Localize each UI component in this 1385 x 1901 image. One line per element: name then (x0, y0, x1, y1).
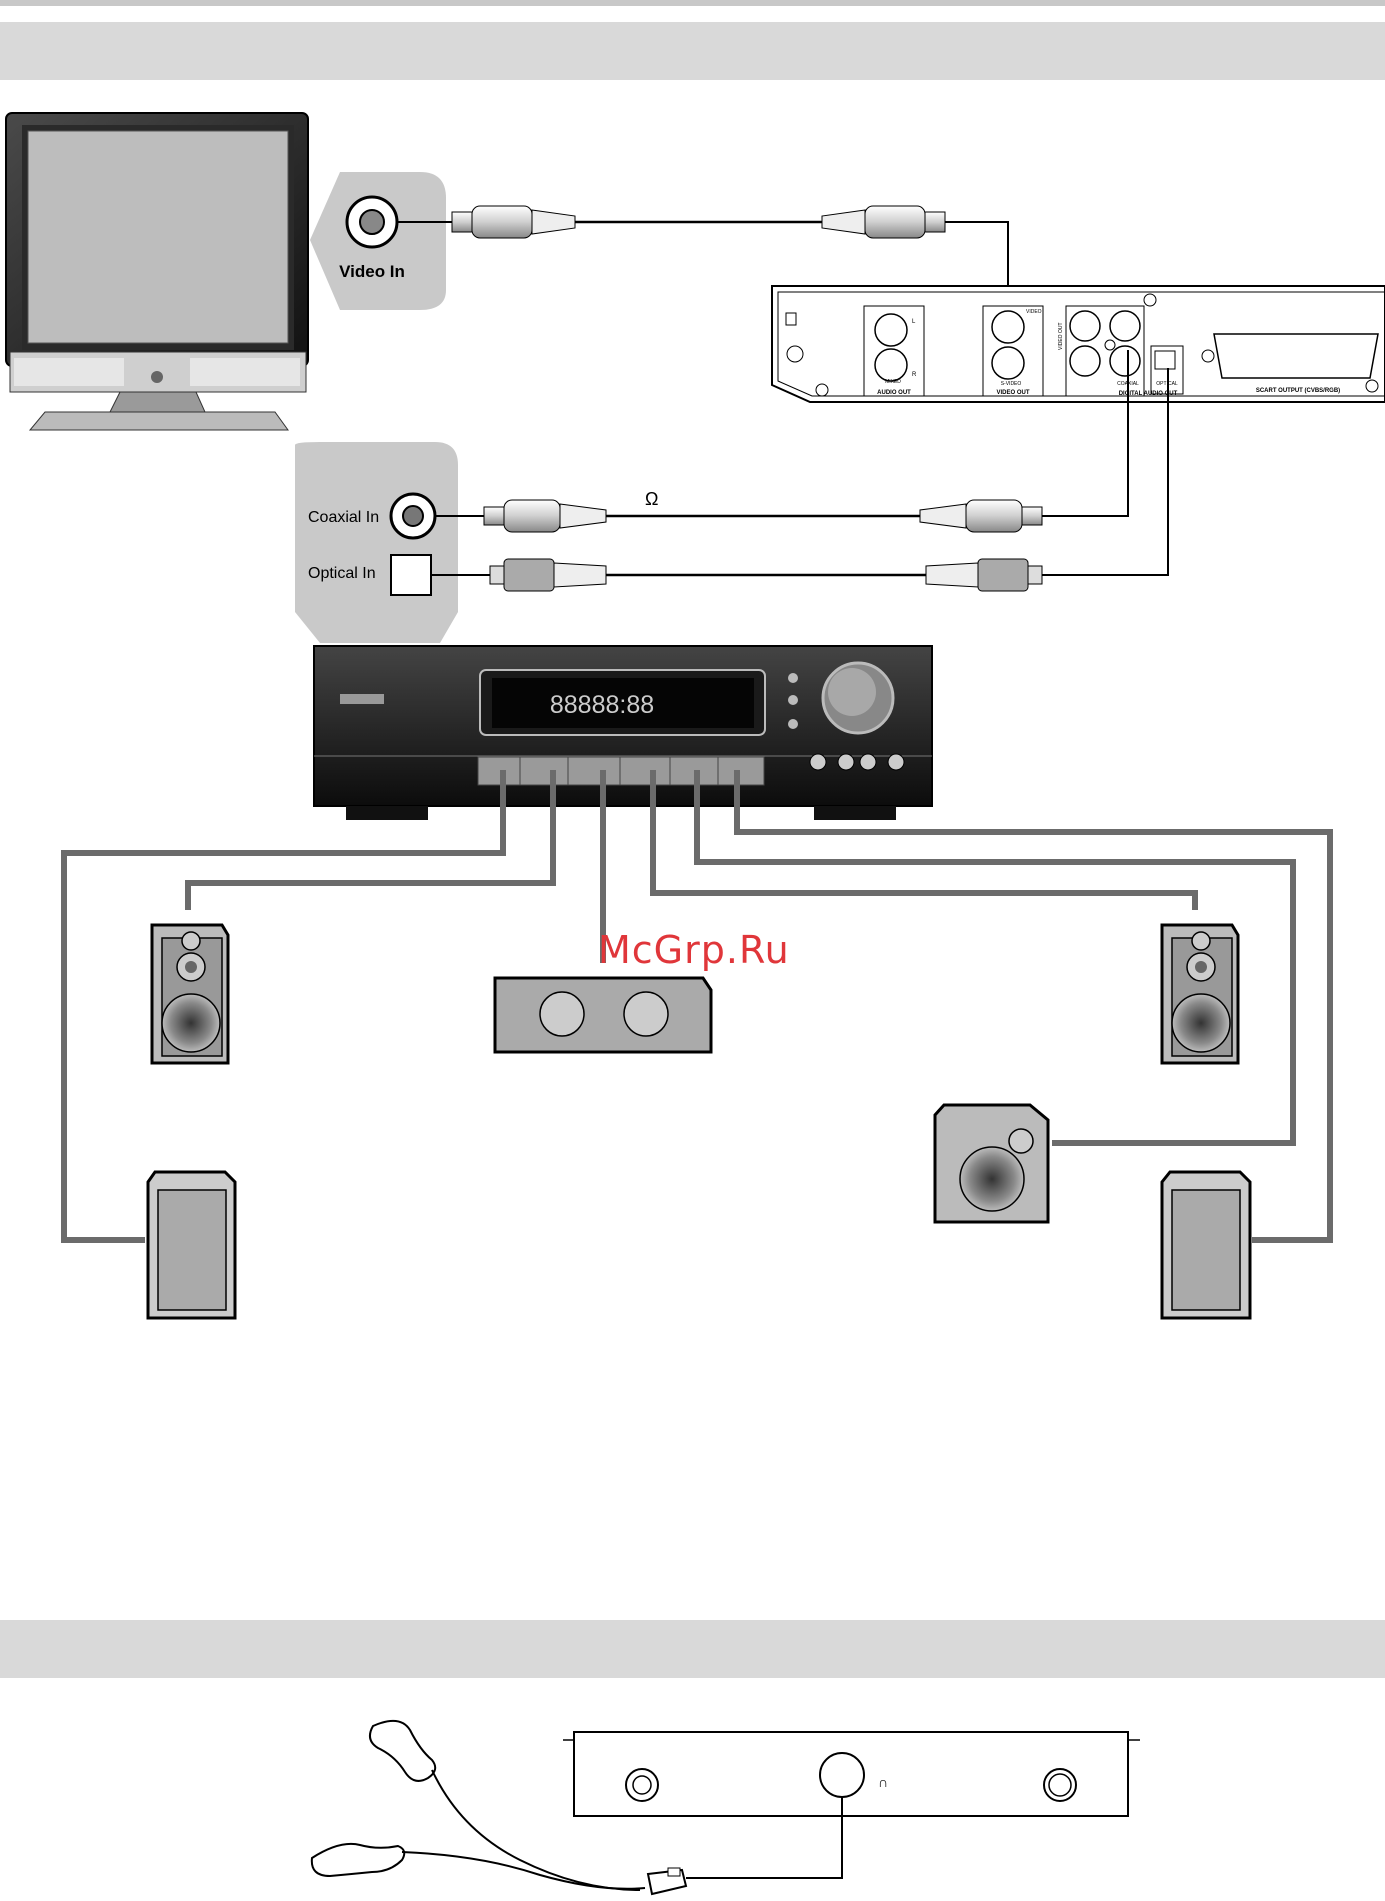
dvd-label-mixed: MIXED (885, 379, 901, 385)
coaxial-in-label: Coaxial In (308, 509, 379, 526)
watermark: McGrp.Ru (598, 928, 790, 972)
video-in-label: Video In (339, 262, 405, 281)
front-left-speaker (152, 925, 228, 1063)
headphone-jack-symbol: ∩ (878, 1774, 888, 1790)
dvd-label-s-video: S-VIDEO (1001, 381, 1022, 387)
dvd-back-panel: L R MIXED AUDIO OUT VIDEO S-VIDEO VIDEO … (772, 286, 1385, 402)
receiver-display: 88888:88 (550, 691, 654, 719)
rear-left-speaker (148, 1172, 235, 1318)
omega-symbol: Ω (645, 489, 658, 509)
dvd-label-video-out-vertical: VIDEO OUT (1058, 322, 1064, 350)
center-speaker (495, 978, 711, 1052)
av-receiver: 88888:88 (314, 646, 932, 820)
audio-in-callout: Coaxial In Optical In (295, 442, 458, 643)
dvd-label-video: VIDEO (1026, 309, 1042, 315)
rear-right-speaker (1162, 1172, 1250, 1318)
dvd-front-panel: ∩ (563, 1732, 1140, 1878)
tv-monitor (6, 113, 308, 430)
dvd-label-audio-out: AUDIO OUT (877, 390, 911, 396)
dvd-label-video-out: VIDEO OUT (996, 390, 1029, 396)
optical-in-label: Optical In (308, 565, 376, 582)
front-right-speaker (1162, 925, 1238, 1063)
front-left-rear-cable (64, 770, 503, 1240)
dvd-label-r: R (912, 372, 917, 378)
video-in-callout: Video In (310, 172, 446, 310)
subwoofer (935, 1105, 1048, 1222)
dvd-label-scart-output: SCART OUTPUT (CVBS/RGB) (1256, 388, 1340, 394)
